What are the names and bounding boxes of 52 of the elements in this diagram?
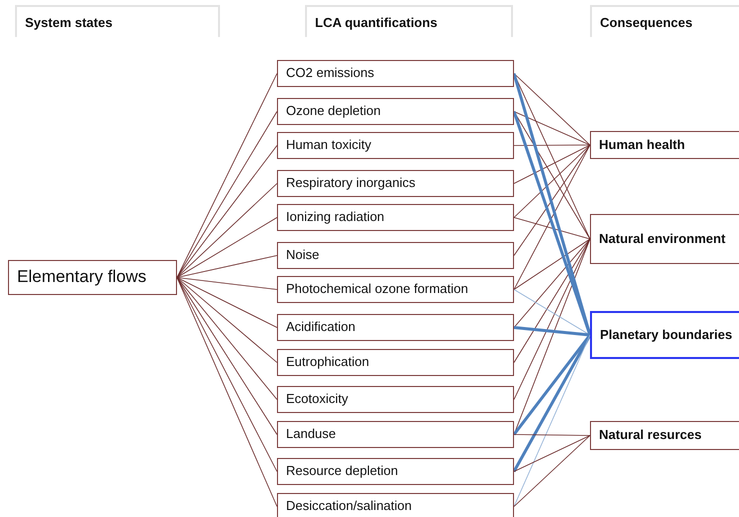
connector-line [176, 183, 278, 278]
category-box: Resource depletion [277, 458, 514, 485]
category-box: Ozone depletion [277, 98, 514, 125]
category-box: Human toxicity [277, 132, 514, 159]
category-box: Planetary boundaries [590, 311, 739, 359]
category-box: Acidification [277, 314, 514, 341]
connector-line [514, 238, 590, 400]
category-box: Landuse [277, 421, 514, 448]
column-header: LCA quantifications [305, 5, 513, 37]
column-header: Consequences [590, 5, 739, 37]
connector-line [514, 144, 590, 256]
connector-line [176, 73, 278, 278]
connector-line [514, 326, 590, 336]
category-box: Human health [590, 131, 739, 159]
category-box: Desiccation/salination [277, 493, 514, 517]
category-box: Eutrophication [277, 349, 514, 376]
connector-line [176, 277, 278, 363]
category-box: Photochemical ozone formation [277, 276, 514, 303]
connector-line [514, 73, 590, 146]
connector-line [176, 277, 278, 507]
connector-line [514, 434, 590, 436]
connector-line [176, 277, 278, 290]
connector-line [176, 277, 278, 400]
connector-line [514, 238, 590, 328]
category-box: CO2 emissions [277, 60, 514, 87]
connector-line [176, 255, 278, 278]
category-box: Ecotoxicity [277, 386, 514, 413]
connector-line [514, 144, 590, 146]
connector-line [176, 277, 278, 435]
connector-line [176, 145, 278, 278]
connector-line [514, 217, 590, 240]
connector-line [514, 334, 590, 507]
category-box: Natural resurces [590, 421, 739, 450]
source-box: Elementary flows [8, 260, 177, 295]
connector-line [176, 111, 278, 278]
category-box: Noise [277, 242, 514, 269]
connector-line [176, 277, 278, 328]
category-box: Ionizing radiation [277, 204, 514, 231]
connector-line [512, 334, 592, 472]
connector-line [514, 144, 590, 184]
connector-line [514, 435, 590, 472]
connector-line [514, 238, 590, 290]
connector-line [514, 144, 590, 218]
connector-line [514, 435, 590, 507]
connector-line [176, 217, 278, 278]
connector-line [514, 144, 590, 290]
connector-line [514, 111, 590, 146]
column-header: System states [15, 5, 220, 37]
category-box: Respiratory inorganics [277, 170, 514, 197]
connector-line [514, 238, 590, 363]
connector-line [514, 289, 590, 336]
category-box: Natural environment [590, 214, 739, 264]
